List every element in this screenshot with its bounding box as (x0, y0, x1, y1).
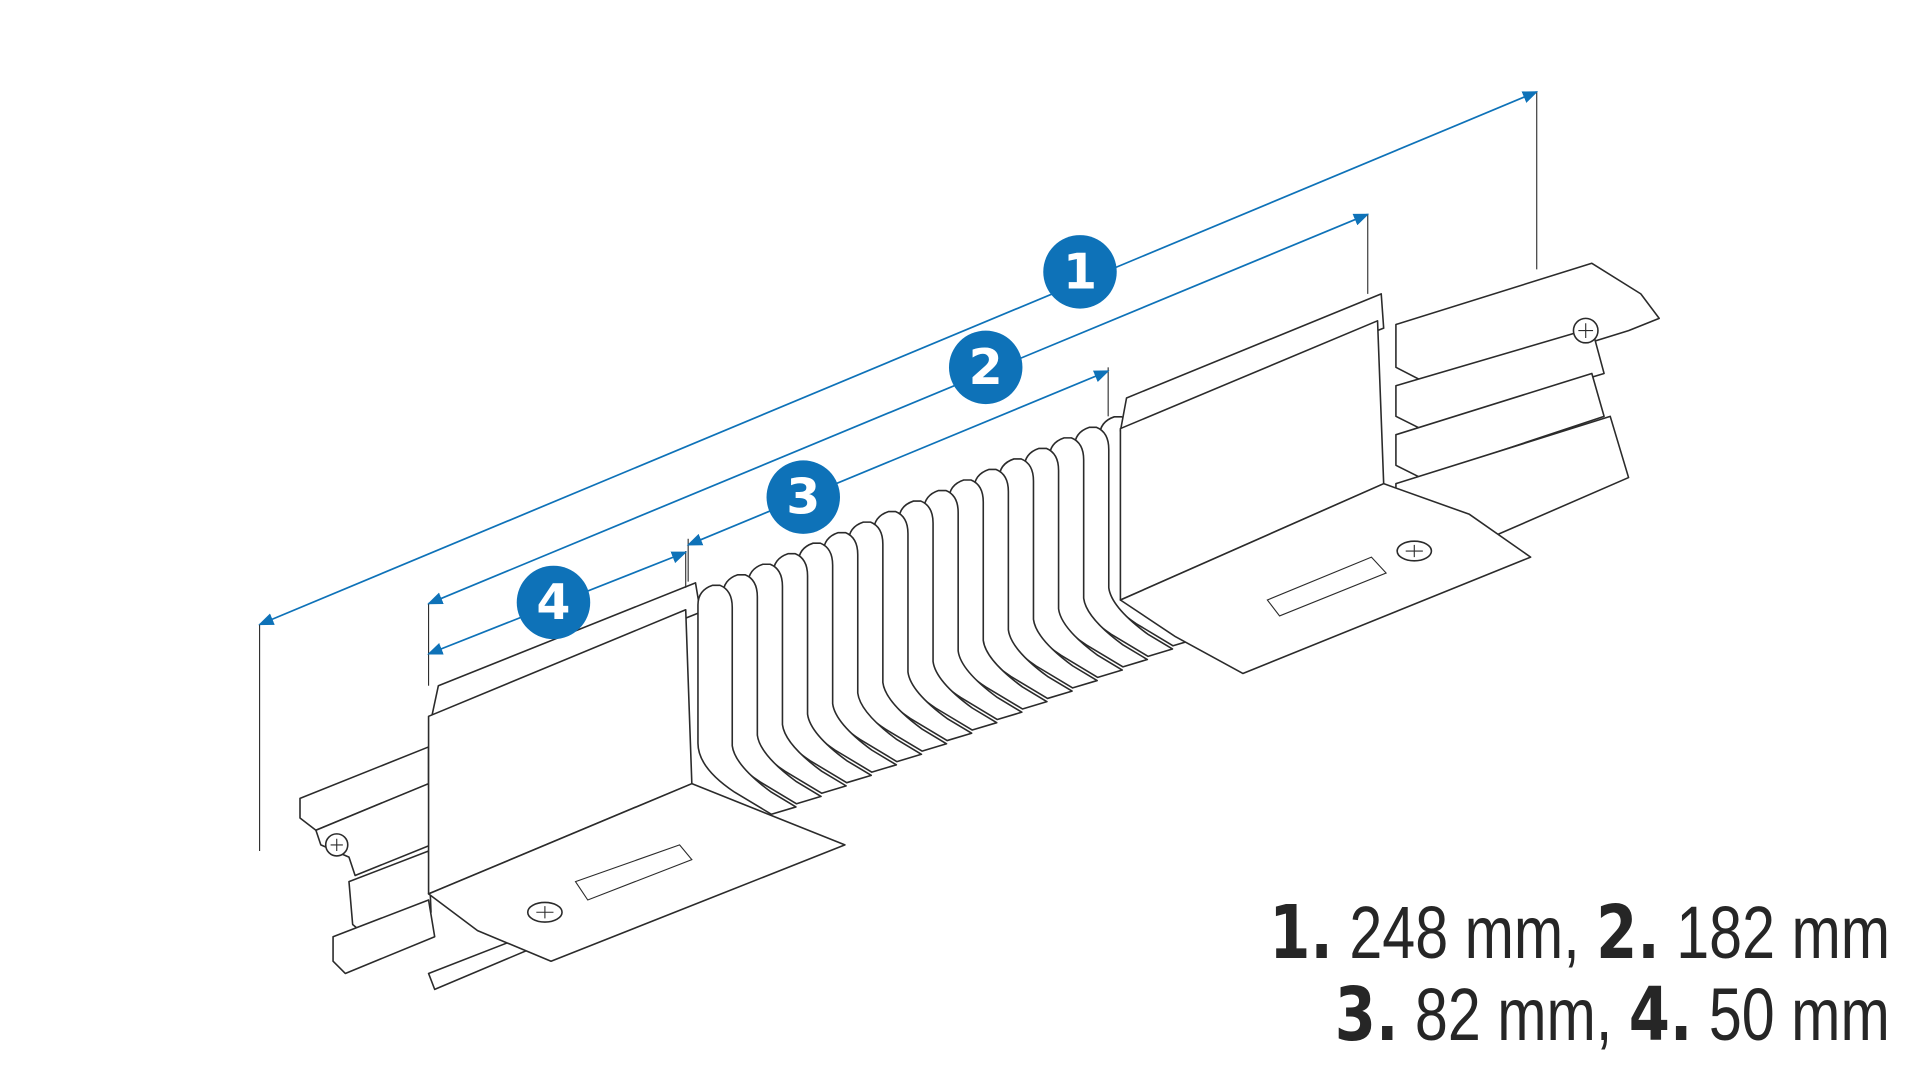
legend-value: 182 mm (1676, 891, 1890, 974)
legend-number: 3. (1334, 972, 1399, 1058)
dimension-badge-2: 2 (948, 330, 1023, 405)
dimension-lines (258, 91, 1539, 852)
dimension-legend-line-1: 1. 248 mm, 2. 182 mm (1269, 896, 1890, 971)
dimension-legend-line-2: 3. 82 mm, 4. 50 mm (1335, 978, 1890, 1053)
dimension-badge-1: 1 (1043, 235, 1117, 309)
legend-value: 82 mm, (1415, 973, 1613, 1056)
legend-number: 2. (1596, 890, 1660, 976)
svg-text:2: 2 (969, 339, 1003, 396)
legend-number: 1. (1269, 890, 1333, 976)
svg-text:3: 3 (786, 469, 820, 526)
legend-value: 50 mm (1709, 973, 1890, 1056)
svg-text:4: 4 (536, 574, 570, 631)
legend-value: 248 mm, (1349, 891, 1580, 974)
legend-number: 4. (1628, 972, 1693, 1058)
dimension-badge-4: 4 (516, 565, 591, 640)
svg-text:1: 1 (1063, 243, 1097, 300)
dimension-3-line (686, 370, 1110, 546)
dimension-badge-3: 3 (766, 460, 840, 534)
left-track-rail (299, 746, 546, 991)
right-track-rail (1395, 262, 1660, 540)
